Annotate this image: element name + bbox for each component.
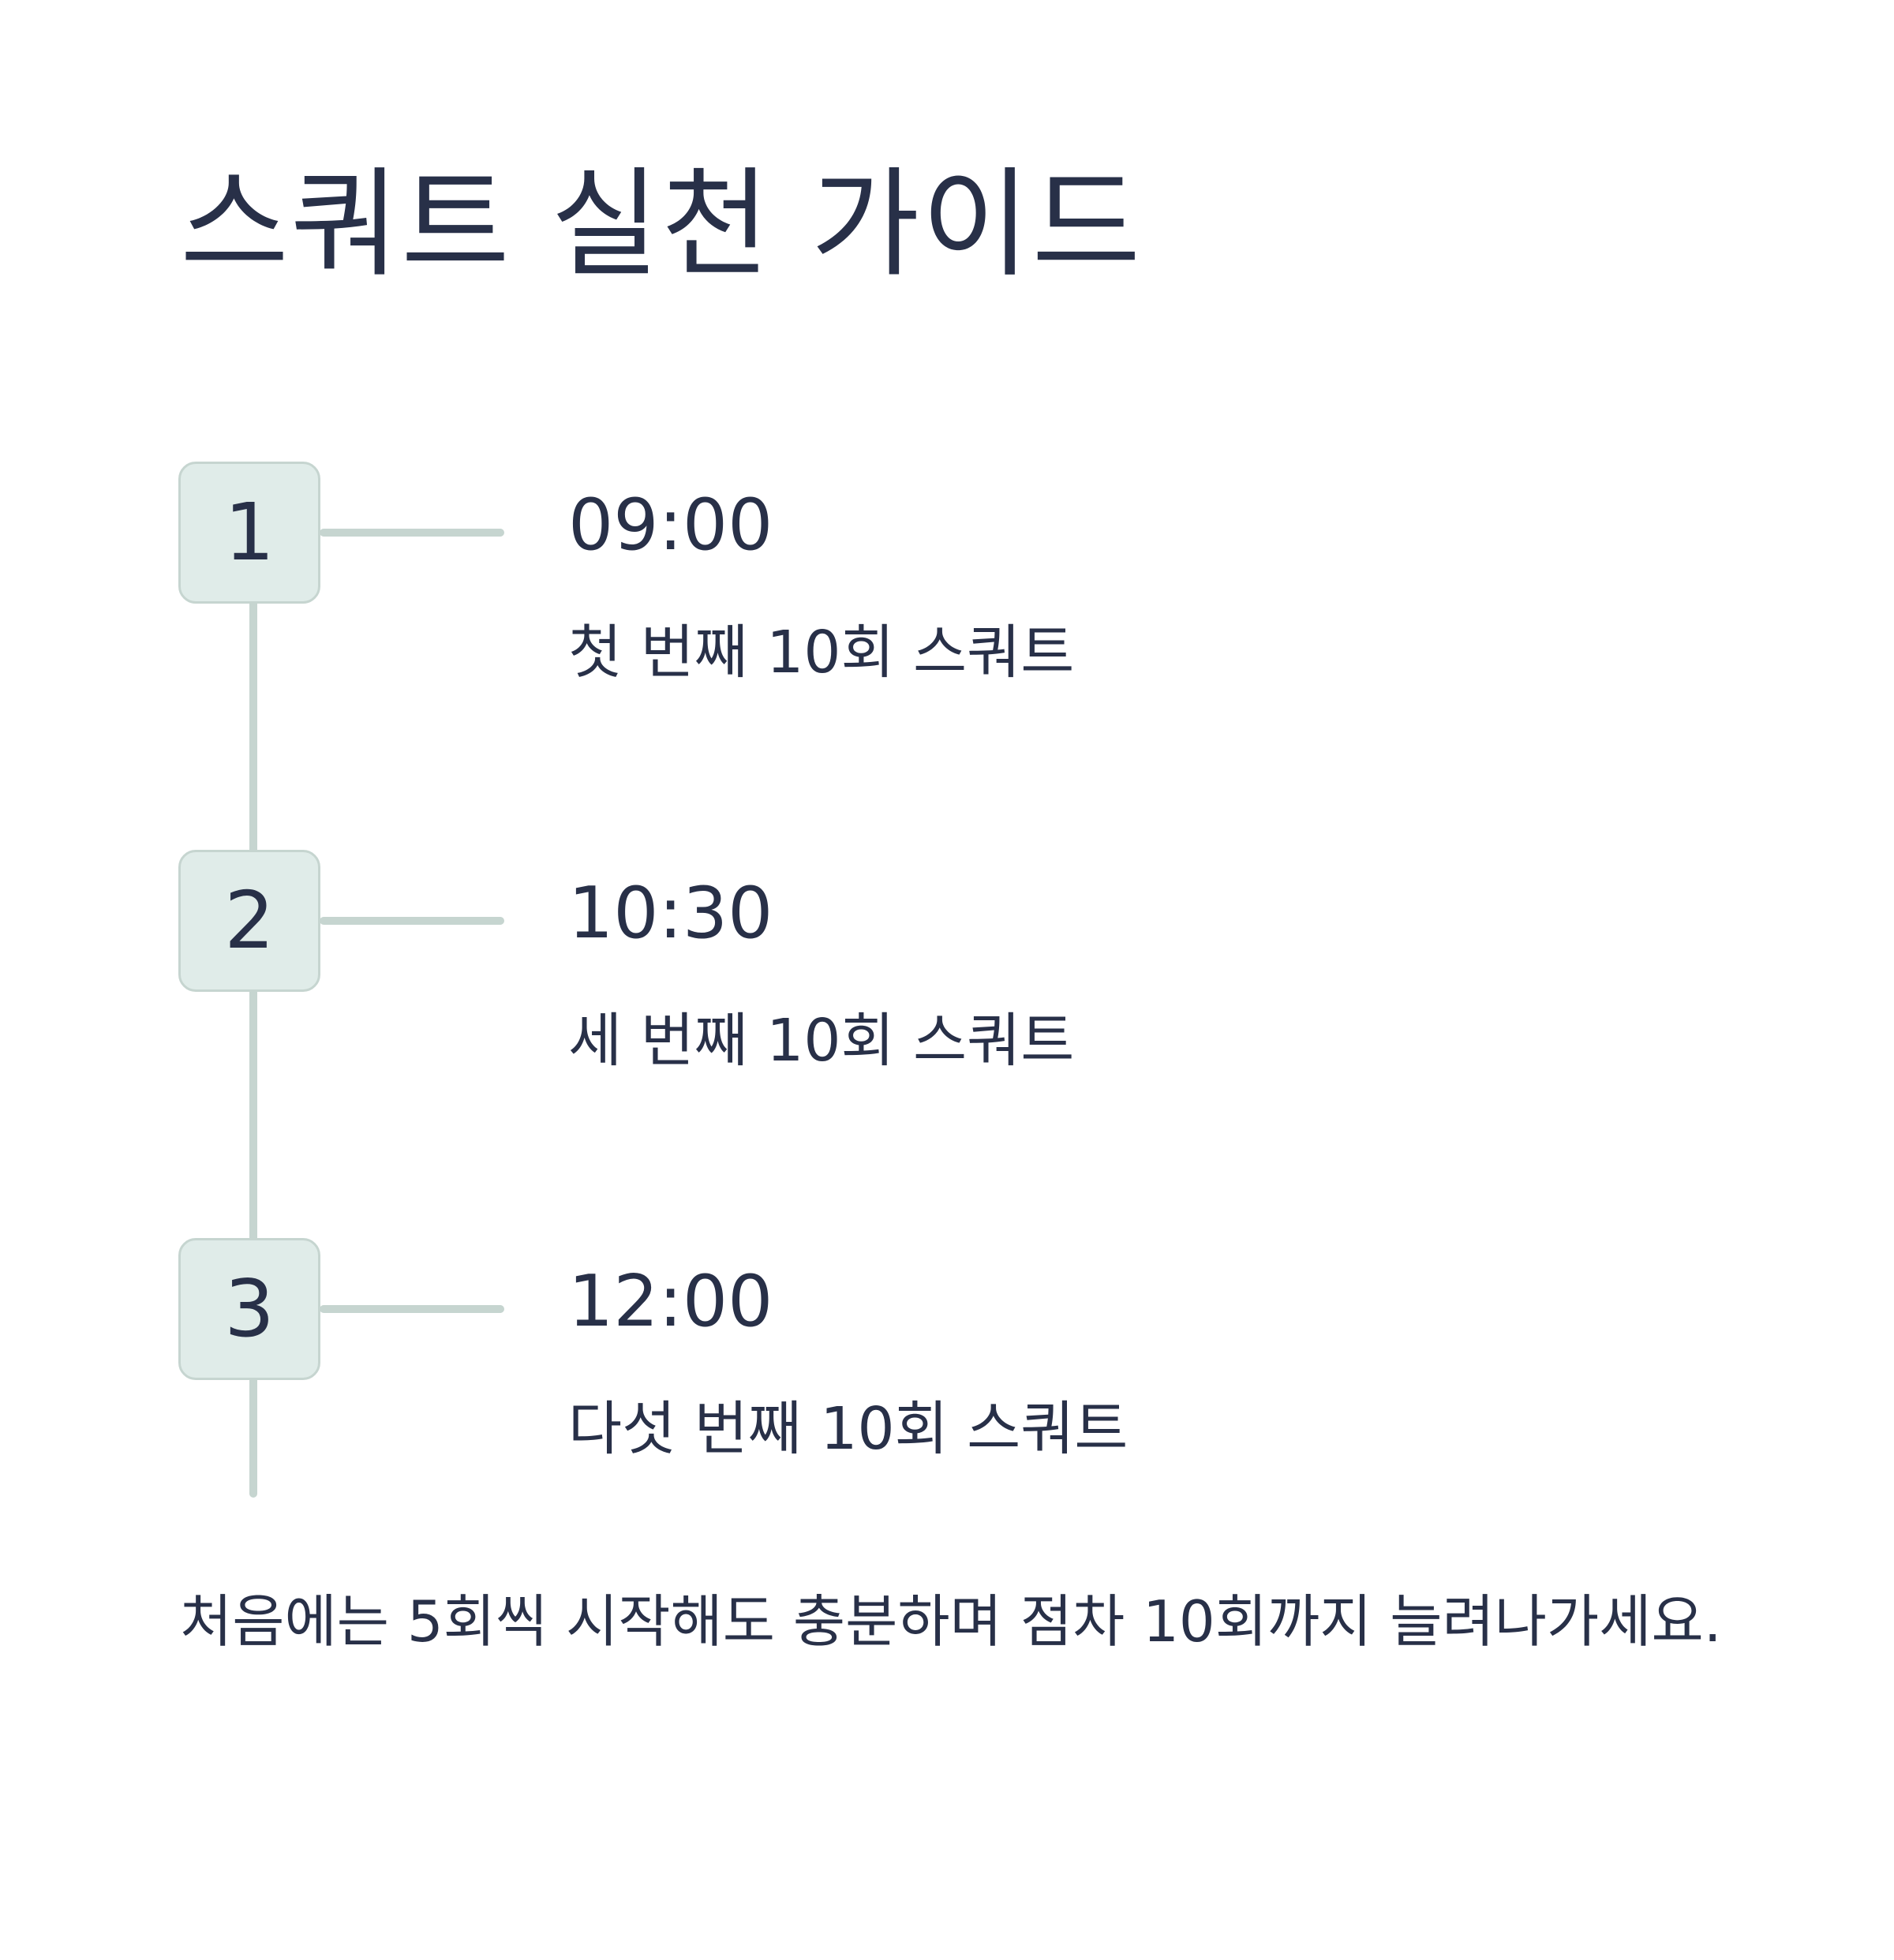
timeline-step-2: 2 10:30 세 번째 10회 스쿼트 [0, 850, 1894, 1087]
timeline-step-1: 1 09:00 첫 번째 10회 스쿼트 [0, 462, 1894, 698]
timeline-step-3: 3 12:00 다섯 번째 10회 스쿼트 [0, 1238, 1894, 1475]
timeline: 1 09:00 첫 번째 10회 스쿼트 2 10:30 세 번째 10회 스쿼… [0, 462, 1894, 1498]
step-description: 첫 번째 10회 스쿼트 [568, 619, 1075, 686]
step-time: 10:30 [568, 872, 773, 955]
step-number-badge: 1 [178, 462, 320, 604]
footnote-text: 처음에는 5회씩 시작해도 충분하며 점차 10회까지 늘려나가세요. [180, 1588, 1722, 1655]
step-connector-line [320, 1305, 504, 1313]
step-description: 다섯 번째 10회 스쿼트 [568, 1395, 1129, 1463]
step-connector-line [320, 529, 504, 537]
step-connector-line [320, 917, 504, 925]
timeline-spine [249, 552, 257, 1498]
step-description: 세 번째 10회 스쿼트 [568, 1007, 1075, 1075]
step-time: 09:00 [568, 484, 773, 567]
step-time: 12:00 [568, 1260, 773, 1343]
step-number-badge: 3 [178, 1238, 320, 1380]
step-number-badge: 2 [178, 850, 320, 992]
page-title: 스쿼트 실천 가이드 [180, 156, 1143, 294]
